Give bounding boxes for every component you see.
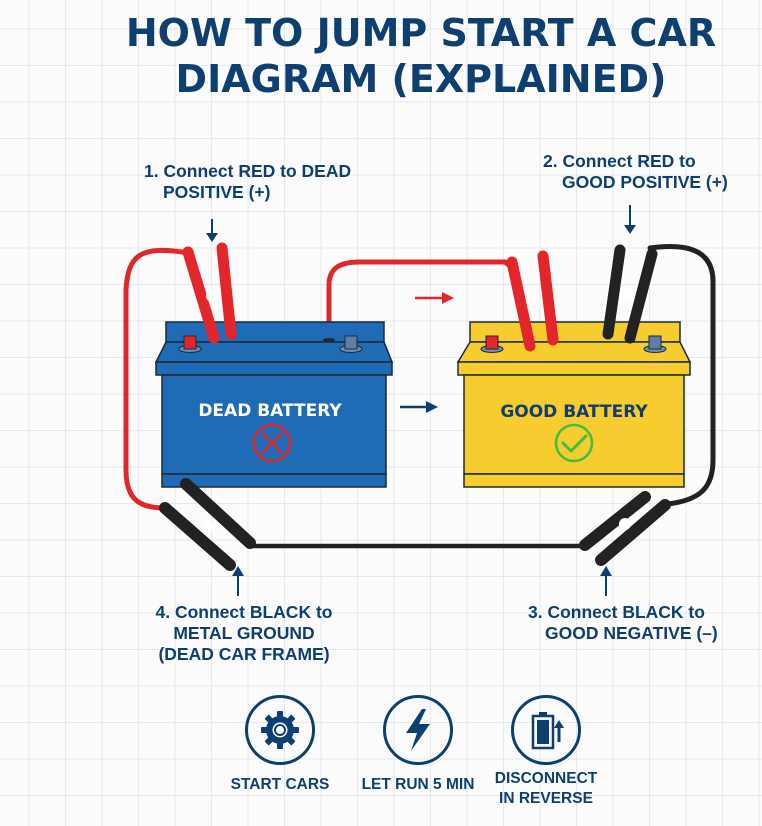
- blue-flow-arrow-icon: [400, 401, 438, 413]
- final-step-label-line-2: IN REVERSE: [499, 790, 593, 807]
- title-line-2: DIAGRAM (EXPLAINED): [175, 57, 667, 101]
- gear-icon: [261, 711, 299, 749]
- black-cable-right: [647, 244, 716, 507]
- step-4-label: 4. Connect BLACK to METAL GROUND (DEAD C…: [155, 602, 333, 664]
- step-2-label: 2. Connect RED to GOOD POSITIVE (+): [543, 151, 728, 192]
- arrow-step-3: [600, 566, 612, 596]
- good-positive-terminal: [480, 335, 504, 353]
- final-step-start-cars: START CARS: [210, 695, 350, 795]
- final-step-label: START CARS: [230, 776, 330, 793]
- lightning-icon-circle: [383, 695, 453, 765]
- gear-icon-circle: [245, 695, 315, 765]
- battery-up-icon-circle: [511, 695, 581, 765]
- x-circle-icon: [252, 423, 292, 463]
- page-title: HOW TO JUMP START A CAR DIAGRAM (EXPLAIN…: [0, 10, 762, 102]
- good-negative-terminal: [643, 335, 667, 353]
- final-step-label: LET RUN 5 MIN: [361, 776, 475, 793]
- final-step-label-line-1: DISCONNECT: [494, 770, 598, 787]
- black-clamp-good-negative[interactable]: [602, 244, 658, 344]
- red-cable-left: [123, 247, 191, 511]
- arrow-step-2: [624, 205, 636, 234]
- dead-positive-terminal: [178, 335, 202, 353]
- step-1-label: 1. Connect RED to DEAD POSITIVE (+): [144, 161, 352, 202]
- red-clamp-dead-positive[interactable]: [182, 242, 237, 344]
- arrow-step-1: [206, 219, 218, 242]
- black-clamp-good-negative-bottom[interactable]: [579, 491, 671, 566]
- dead-negative-terminal: [339, 335, 363, 353]
- red-flow-arrow-icon: [415, 292, 454, 304]
- final-step-disconnect: DISCONNECT IN REVERSE: [476, 695, 616, 809]
- step-3-label: 3. Connect BLACK to GOOD NEGATIVE (–): [528, 602, 718, 643]
- red-cable-middle: [326, 259, 518, 339]
- good-battery-label: GOOD BATTERY: [500, 402, 648, 422]
- arrow-step-4: [232, 566, 244, 596]
- final-step-let-run: LET RUN 5 MIN: [348, 695, 488, 795]
- black-clamp-metal-ground[interactable]: [159, 478, 256, 571]
- good-battery: GOOD BATTERY: [456, 321, 692, 488]
- dead-battery-label: DEAD BATTERY: [198, 401, 342, 421]
- lightning-icon: [406, 709, 430, 751]
- title-line-1: HOW TO JUMP START A CAR: [125, 11, 717, 55]
- battery-up-icon: [531, 712, 564, 750]
- dead-battery: DEAD BATTERY: [154, 321, 394, 488]
- red-clamp-good-positive[interactable]: [506, 250, 559, 352]
- check-circle-icon: [554, 423, 594, 463]
